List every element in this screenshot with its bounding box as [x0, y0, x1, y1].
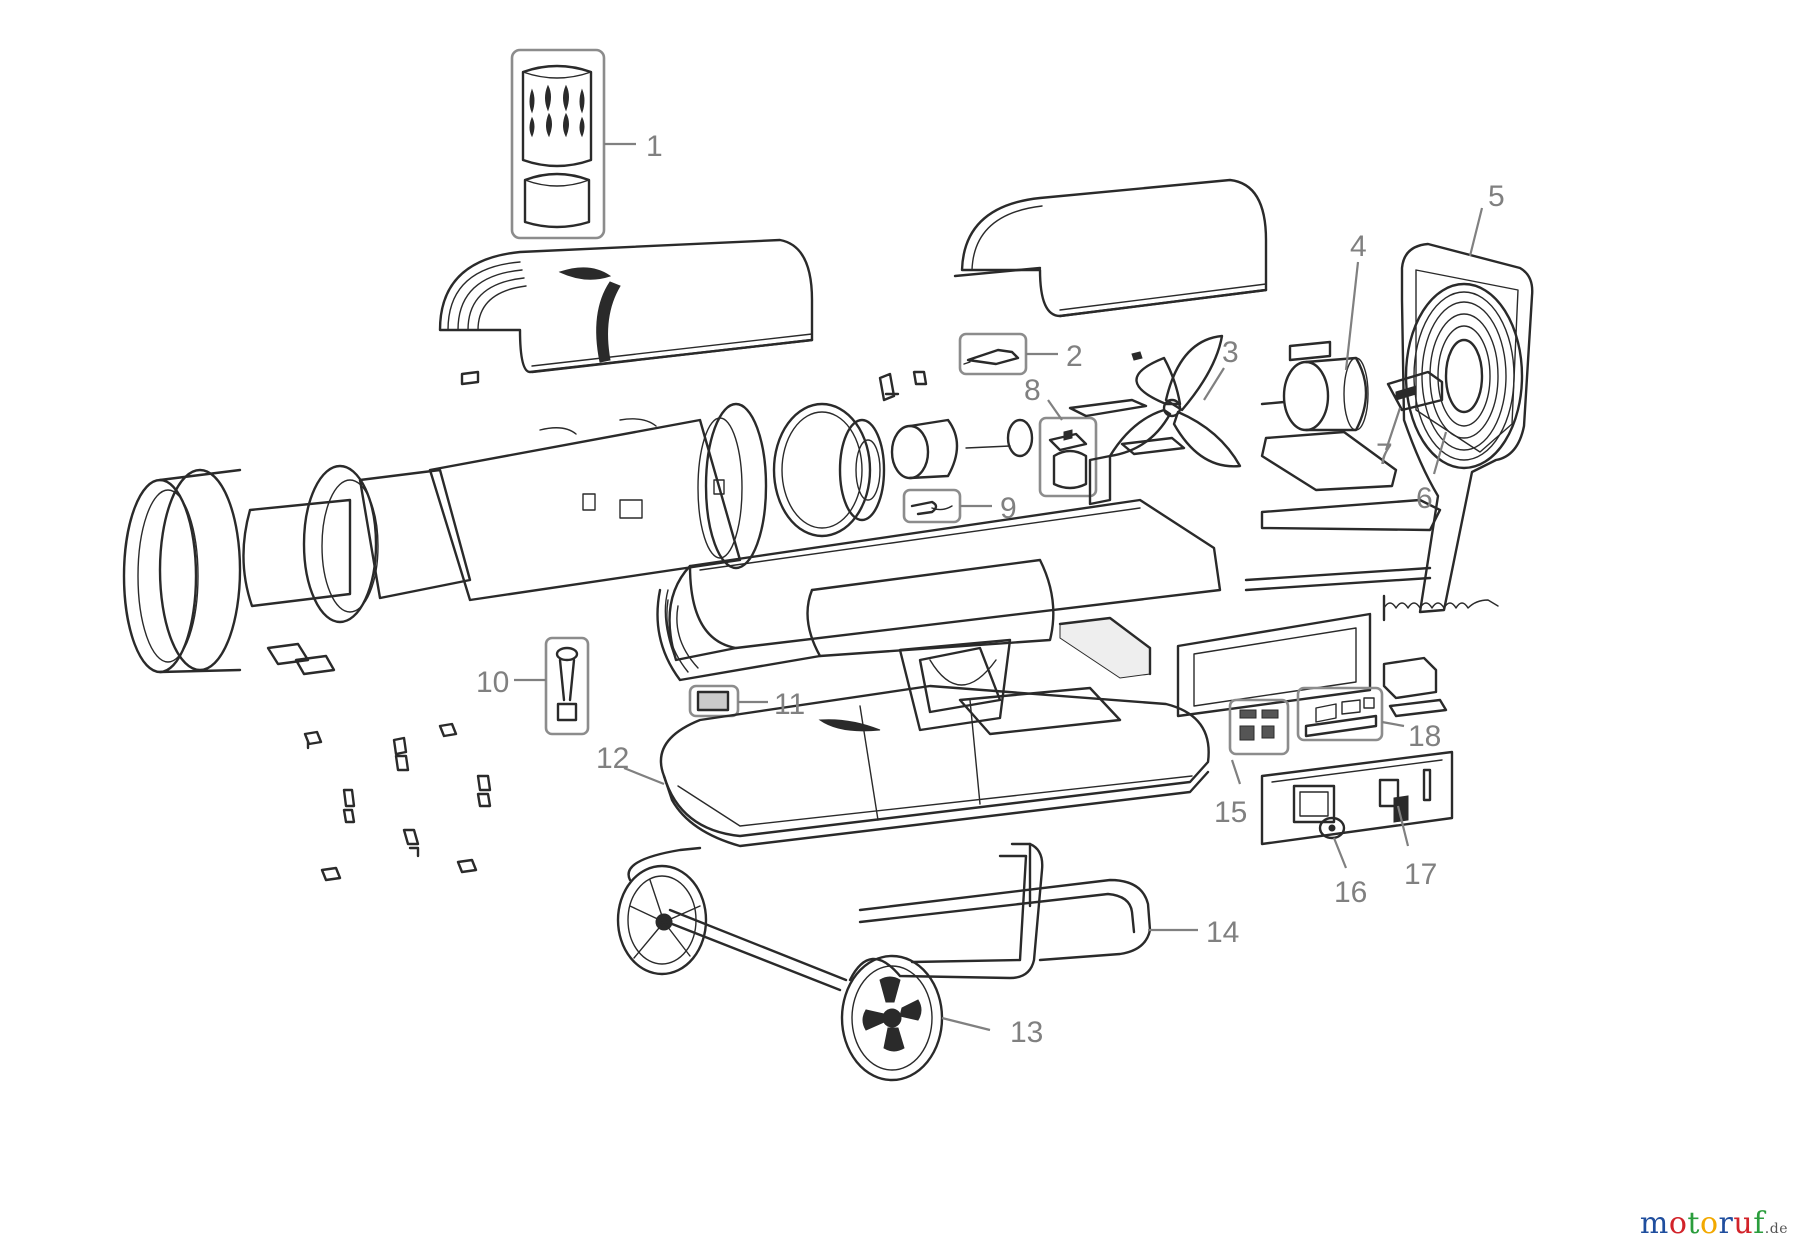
small-brackets — [460, 351, 1143, 402]
part-8-pump-assembly — [1038, 416, 1098, 498]
callout-2: 2 — [1066, 340, 1083, 373]
callout-7: 7 — [1376, 438, 1393, 471]
loose-clips — [266, 642, 492, 882]
part-11-switch — [688, 684, 740, 718]
callout-18: 18 — [1408, 720, 1441, 753]
upper-housing-front — [438, 238, 814, 374]
callout-11: 11 — [774, 688, 805, 721]
part-17-rocker-switch — [1378, 768, 1432, 823]
part-16-thermostat-knob — [1318, 816, 1346, 840]
part-18-circuit-board — [1296, 686, 1384, 742]
callout-13: 13 — [1010, 1016, 1043, 1049]
lower-housing — [656, 498, 1222, 682]
part-6-fan-guard — [1404, 282, 1524, 470]
watermark-letter: t — [1687, 1206, 1700, 1241]
callout-1: 1 — [646, 130, 663, 163]
electronic-box — [1382, 656, 1448, 718]
part-12-fuel-tank — [659, 646, 1210, 848]
leader-lines — [514, 142, 1484, 1032]
tank-support — [898, 638, 1012, 732]
callout-16: 16 — [1334, 876, 1367, 909]
callout-10: 10 — [476, 666, 509, 699]
callout-8: 8 — [1024, 374, 1041, 407]
part-13-wheel-front — [840, 954, 944, 1082]
watermark-suffix: .de — [1764, 1221, 1788, 1237]
part-10-fuel-gauge — [544, 636, 590, 736]
part-5-rear-frame — [1244, 242, 1534, 614]
upper-housing-rear — [953, 178, 1268, 318]
callout-15: 15 — [1214, 796, 1247, 829]
watermark-letters: motoruf — [1640, 1206, 1765, 1241]
spring-cable — [1382, 594, 1499, 622]
callout-4: 4 — [1350, 230, 1367, 263]
combustion-chamber — [242, 402, 768, 624]
part-1-filter-sleeve — [510, 48, 606, 240]
callout-5: 5 — [1488, 180, 1505, 213]
part-9-photocell — [902, 488, 962, 524]
watermark-letter: u — [1733, 1206, 1754, 1241]
part-7-capacitor — [1386, 370, 1444, 412]
watermark-letter: r — [1718, 1206, 1734, 1241]
control-panel-plate — [1260, 750, 1454, 846]
rear-disk — [772, 402, 886, 538]
bracket-plates — [1068, 398, 1186, 506]
nozzle-ring — [122, 468, 242, 674]
part-14-handle-frame — [627, 842, 1152, 992]
part-15-display-module — [1228, 698, 1290, 756]
watermark-letter: m — [1639, 1206, 1669, 1241]
callout-labels: 1 2 3 4 5 6 7 8 9 10 11 12 13 14 15 16 1… — [476, 130, 1505, 1049]
part-2-spark-plug — [958, 332, 1028, 376]
callout-14: 14 — [1206, 916, 1239, 949]
pump-cylinder — [890, 418, 1034, 480]
control-frame — [1058, 612, 1372, 718]
callout-9: 9 — [1000, 492, 1017, 525]
watermark-letter: f — [1753, 1206, 1765, 1241]
callout-12: 12 — [596, 742, 629, 775]
callout-17: 17 — [1404, 858, 1437, 891]
watermark-letter: o — [1699, 1206, 1719, 1241]
callout-6: 6 — [1416, 482, 1433, 515]
watermark-logo: motoruf.de — [1640, 1206, 1788, 1241]
watermark-letter: o — [1668, 1206, 1688, 1241]
callout-3: 3 — [1222, 336, 1239, 369]
part-4-motor — [1260, 340, 1398, 492]
